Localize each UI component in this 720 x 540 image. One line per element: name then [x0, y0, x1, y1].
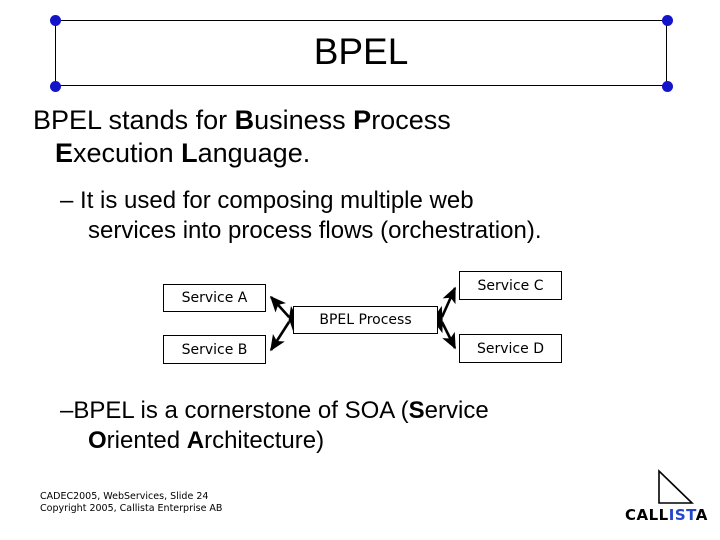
arrow-process-service-a [269, 295, 304, 333]
bullet-dash-marker: – [60, 187, 74, 214]
diagram-node-label: Service A [181, 290, 248, 306]
selection-handle-bottom-right[interactable] [661, 80, 673, 92]
selection-handle-bottom-left[interactable] [49, 80, 61, 92]
selection-handle-top-right[interactable] [661, 14, 673, 26]
logo-text-part1: CALL [625, 506, 669, 524]
diagram-node-label: Service B [181, 341, 248, 358]
diagram-node-label: BPEL Process [319, 312, 412, 328]
diagram-node-service-c[interactable]: Service C [459, 271, 562, 300]
bullet-line: BPEL is a cornerstone of SOA (Service [73, 397, 489, 424]
logo-wordmark: CALLISTA [625, 506, 708, 524]
footer-line-source: CADEC2005, WebServices, Slide 24 [40, 491, 209, 502]
bullet-line: It is used for composing multiple web [80, 187, 474, 214]
bullet-line-continuation: Execution Language. [55, 138, 311, 168]
diagram-node-label: Service C [477, 277, 544, 294]
bullet-level2-usage: – It is used for composing multiple web … [60, 186, 680, 246]
arrow-process-service-b [269, 305, 303, 352]
bullet-dash-marker: – [60, 397, 74, 424]
diagram-node-service-a[interactable]: Service A [163, 284, 266, 312]
callista-logo: CALLISTA [625, 468, 717, 530]
logo-text-part2: IST [668, 506, 696, 524]
bullet-line-continuation: services into process flows (orchestrati… [88, 217, 542, 244]
bullet-level1-definition: BPEL stands for Business Process Executi… [33, 104, 653, 170]
diagram-node-service-d[interactable]: Service D [459, 334, 562, 363]
arrow-process-service-c [429, 286, 457, 334]
title-placeholder-frame[interactable] [55, 20, 667, 86]
diagram-node-label: Service D [477, 340, 544, 357]
footer-line-copyright: Copyright 2005, Callista Enterprise AB [40, 503, 223, 514]
triangle-icon [658, 469, 694, 504]
logo-text-part3: A [695, 506, 708, 524]
bullet-line: BPEL stands for Business Process [33, 105, 451, 135]
diagram-node-bpel-process[interactable]: BPEL Process [293, 306, 438, 334]
selection-handle-top-left[interactable] [49, 14, 61, 26]
bullet-line-continuation: Oriented Architecture) [88, 427, 325, 454]
diagram-node-service-b[interactable]: Service B [163, 335, 266, 364]
page-title[interactable]: BPEL [313, 31, 409, 72]
slide-footer: CADEC2005, WebServices, Slide 24 Copyrig… [40, 491, 222, 515]
bullet-level2-soa: –BPEL is a cornerstone of SOA (Service O… [60, 396, 680, 456]
arrow-process-service-d [429, 305, 457, 350]
